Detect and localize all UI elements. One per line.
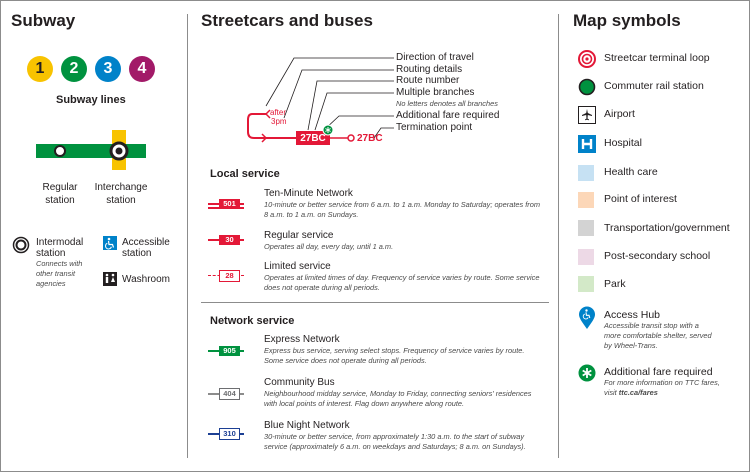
streetcars-heading: Streetcars and buses	[201, 11, 373, 30]
network-service-heading: Network service	[210, 315, 295, 327]
airport-label: Airport	[604, 108, 635, 120]
transportation-label: Transportation/government	[604, 222, 730, 234]
termination-point-label: Termination point	[396, 122, 473, 133]
post-secondary-swatch	[578, 249, 594, 265]
airplane-icon	[578, 106, 596, 124]
limited-title: Limited service	[264, 261, 331, 272]
intermodal-title: Intermodal station	[36, 237, 84, 259]
line-4-badge: 4	[129, 56, 155, 82]
blue-night-desc: 30-minute or better service, from approx…	[264, 432, 526, 451]
regular-badge: 30	[219, 235, 240, 245]
branches-note: No letters denotes all branches	[396, 99, 498, 108]
terminal-loop-label: Streetcar terminal loop	[604, 52, 710, 64]
intermodal-desc: Connects with other transit agencies	[36, 259, 83, 288]
rail-dot-icon	[578, 78, 596, 96]
column-divider	[558, 14, 559, 458]
park-swatch	[578, 276, 594, 292]
park-label: Park	[604, 278, 626, 290]
health-care-swatch	[578, 165, 594, 181]
routing-details-label: Routing details	[396, 64, 463, 75]
fare-desc: For more information on TTC fares, visit…	[604, 378, 720, 397]
point-of-interest-swatch	[578, 192, 594, 208]
ten-minute-badge: 501	[219, 199, 240, 209]
blue-night-title: Blue Night Network	[264, 420, 350, 431]
subway-heading: Subway	[11, 11, 76, 30]
community-badge: 404	[219, 388, 240, 400]
line-1-badge: 1	[27, 56, 53, 82]
hospital-label: Hospital	[604, 137, 642, 149]
point-of-interest-label: Point of interest	[604, 193, 677, 205]
fare-link[interactable]: ttc.ca/fares	[618, 388, 658, 397]
hospital-icon	[578, 135, 596, 153]
intermodal-icon	[12, 236, 30, 254]
ten-minute-title: Ten-Minute Network	[264, 188, 353, 199]
community-title: Community Bus	[264, 377, 335, 388]
target-icon	[578, 50, 596, 68]
subway-lines-caption: Subway lines	[56, 94, 126, 106]
blue-night-badge: 310	[219, 428, 240, 440]
column-divider	[187, 14, 188, 458]
route-number-label: Route number	[396, 75, 460, 86]
regular-desc: Operates all day, every day, until 1 a.m…	[264, 242, 394, 251]
ten-minute-desc: 10-minute or better service from 6 a.m. …	[264, 200, 541, 219]
fare-star-icon	[578, 364, 596, 382]
line-2-badge: 2	[61, 56, 87, 82]
access-hub-pin-icon	[579, 306, 595, 329]
map-symbols-heading: Map symbols	[573, 11, 681, 30]
express-desc: Express bus service, serving select stop…	[264, 346, 525, 365]
washroom-icon	[103, 272, 117, 286]
additional-fare-label: Additional fare required	[396, 110, 500, 121]
accessible-station-label: Accessible station	[122, 237, 170, 259]
limited-badge: 28	[219, 270, 240, 282]
multiple-branches-label: Multiple branches	[396, 87, 475, 98]
washroom-label: Washroom	[122, 274, 170, 285]
routing-time-label: 3pm	[271, 117, 287, 126]
access-hub-title: Access Hub	[604, 309, 661, 321]
regular-station-label: Regular station	[42, 182, 78, 206]
express-badge: 905	[219, 346, 240, 356]
routing-after-label: after	[270, 108, 287, 117]
route-box-label: 27BC	[300, 133, 326, 144]
station-diagram	[36, 130, 146, 170]
direction-of-travel-label: Direction of travel	[396, 52, 474, 63]
commuter-rail-label: Commuter rail station	[604, 80, 704, 92]
wheelchair-icon	[103, 236, 117, 250]
route-end-label: 27BC	[357, 133, 383, 144]
health-care-label: Health care	[604, 166, 658, 178]
regular-title: Regular service	[264, 230, 334, 241]
line-3-badge: 3	[95, 56, 121, 82]
post-secondary-label: Post-secondary school	[604, 250, 711, 262]
route-diagram	[247, 57, 394, 145]
interchange-station-label: Interchange station	[94, 182, 148, 206]
community-desc: Neighbourhood midday service, Monday to …	[264, 389, 532, 408]
transportation-swatch	[578, 220, 594, 236]
access-hub-desc: Accessible transit stop with a more comf…	[604, 321, 712, 350]
additional-fare-title: Additional fare required	[604, 366, 713, 378]
section-divider	[201, 302, 549, 303]
limited-desc: Operates at limited times of day. Freque…	[264, 273, 540, 292]
express-title: Express Network	[264, 334, 340, 345]
local-service-heading: Local service	[210, 168, 280, 180]
